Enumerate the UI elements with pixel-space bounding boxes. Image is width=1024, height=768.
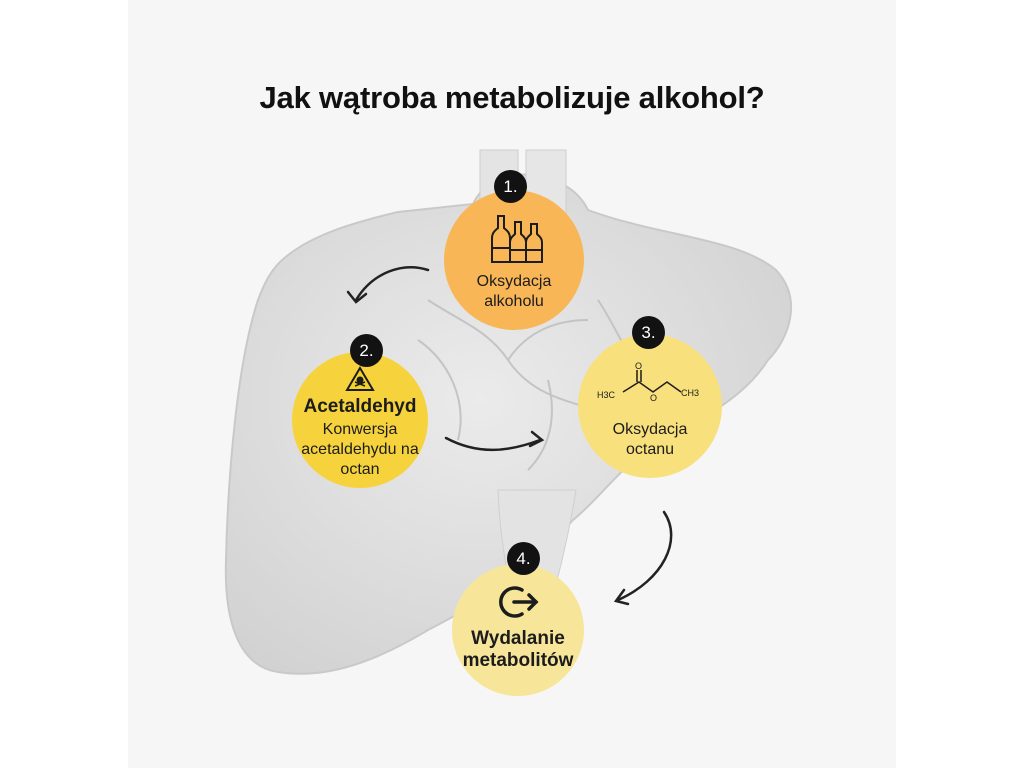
- step-3-number-badge: 3.: [632, 316, 665, 349]
- step-1-line-1: Oksydacja: [476, 273, 552, 290]
- formula-ch3: CH3: [681, 388, 699, 398]
- step-2-line-3: octan: [340, 461, 380, 478]
- diagram-title: Jak wątroba metabolizuje alkohol?: [259, 80, 765, 115]
- step-4-heading-line-2: metabolitów: [462, 650, 574, 671]
- formula-o-top: O: [635, 361, 642, 371]
- step-2-acetaldehyde: Acetaldehyd Konwersja acetaldehydu na oc…: [292, 352, 428, 488]
- step-2-line-1: Konwersja: [322, 421, 398, 438]
- ethyl-acetate-structure-icon: H3C O O CH3: [597, 361, 699, 403]
- formula-h3c: H3C: [597, 390, 616, 400]
- step-4-number-badge: 4.: [507, 542, 540, 575]
- step-4-metabolite-excretion: Wydalanie metabolitów: [452, 564, 584, 696]
- step-1-number-badge: 1.: [494, 170, 527, 203]
- step-3-line-2: octanu: [625, 441, 675, 458]
- formula-o-mid: O: [650, 393, 657, 403]
- arrow-2-to-3: [444, 436, 542, 452]
- step-1-alcohol-oxidation: Oksydacja alkoholu: [444, 190, 584, 330]
- step-3-line-1: Oksydacja: [612, 421, 688, 438]
- step-3-acetate-oxidation: H3C O O CH3 Oksydacja octanu: [578, 334, 722, 478]
- arrow-1-to-2: [354, 266, 430, 302]
- step-2-number-badge: 2.: [350, 334, 383, 367]
- diagram-panel: Jak wątroba metabolizuje alkohol?: [128, 0, 896, 768]
- exit-arrow-icon: [499, 586, 539, 618]
- arrow-3-to-4: [616, 510, 673, 602]
- step-1-line-2: alkoholu: [484, 293, 544, 310]
- step-3-label: Oksydacja octanu: [613, 420, 688, 460]
- step-4-heading: Wydalanie metabolitów: [463, 628, 574, 672]
- toxic-warning-icon: [345, 366, 375, 391]
- step-1-label: Oksydacja alkoholu: [477, 272, 552, 312]
- step-4-heading-line-1: Wydalanie: [471, 628, 565, 649]
- step-2-line-2: acetaldehydu na: [301, 441, 419, 458]
- step-2-label: Konwersja acetaldehydu na octan: [301, 420, 418, 480]
- step-2-heading: Acetaldehyd: [303, 396, 417, 417]
- bottles-icon: [491, 215, 543, 263]
